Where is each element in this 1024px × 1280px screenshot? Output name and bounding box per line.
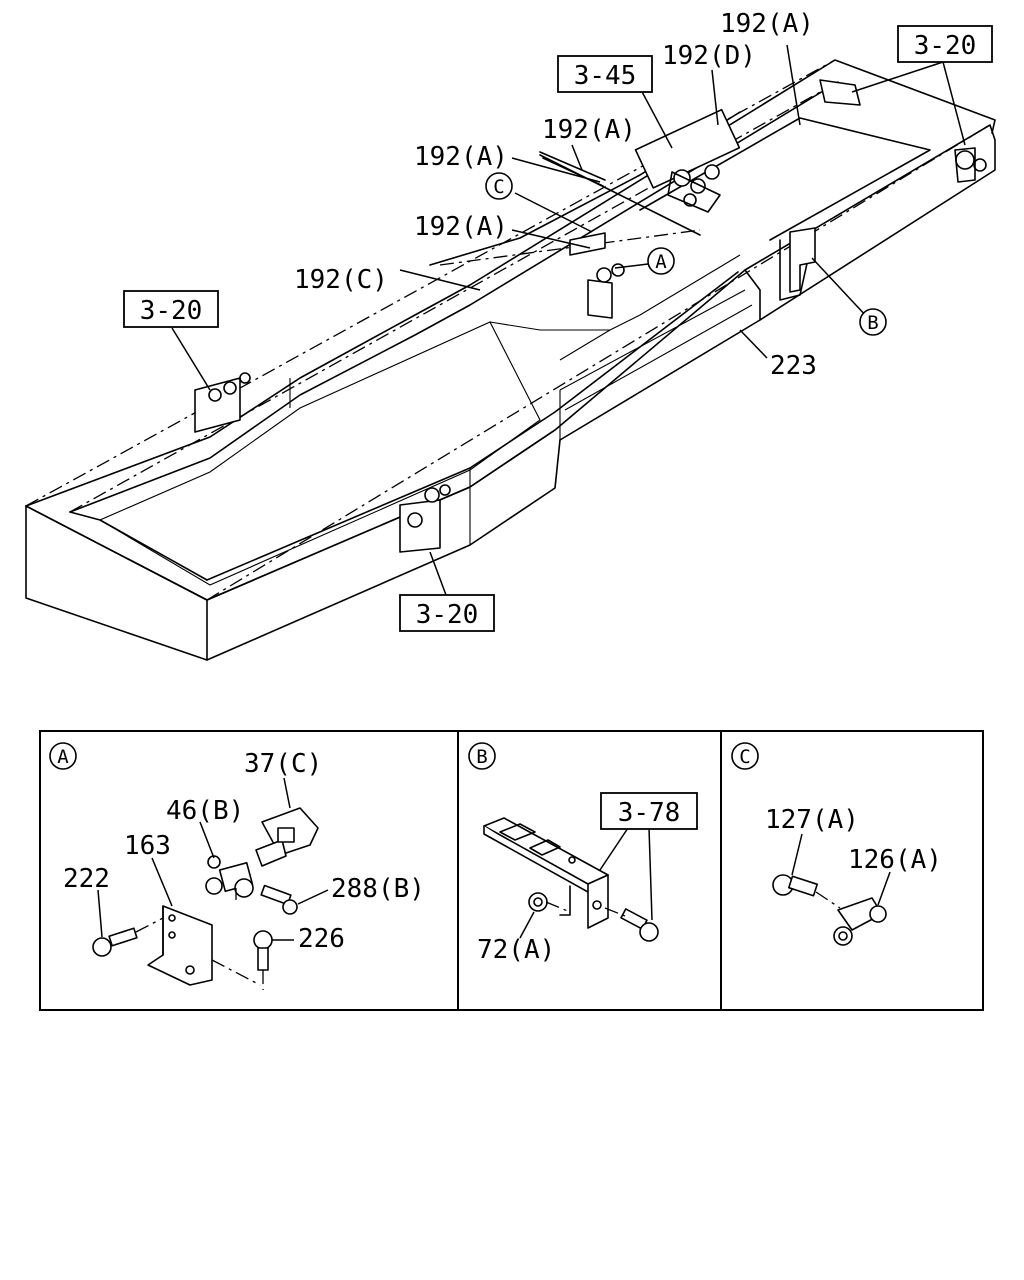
detail-c: C 127(A) 126(A): [731, 742, 942, 946]
label-192a-mid2: 192(A): [414, 142, 508, 172]
chassis-frame: [25, 59, 996, 661]
ref-box-top-right: 3-20: [897, 25, 993, 63]
bracket-left: [194, 372, 251, 433]
label-192d: 192(D): [662, 41, 756, 71]
svg-text:B: B: [476, 746, 487, 768]
leader-lines: [171, 44, 966, 596]
label-226: 226: [298, 924, 345, 954]
ref-box-left: 3-20: [123, 290, 219, 328]
label-126a: 126(A): [848, 845, 942, 875]
detail-a: A 37(C: [49, 742, 425, 990]
svg-text:A: A: [57, 746, 69, 768]
callout-b: B: [859, 308, 887, 336]
label-127a: 127(A): [765, 805, 859, 835]
svg-text:B: B: [867, 312, 878, 334]
label-72a: 72(A): [477, 935, 555, 965]
svg-text:3-20: 3-20: [416, 600, 479, 630]
label-192a-mid1: 192(A): [542, 115, 636, 145]
bracket-bottom: [399, 484, 451, 553]
detail-b: B 3-78 72(A): [468, 742, 698, 965]
svg-text:C: C: [493, 176, 504, 198]
callout-a: A: [647, 247, 675, 275]
label-163: 163: [124, 831, 171, 861]
label-192c: 192(C): [294, 265, 388, 295]
svg-text:C: C: [739, 746, 750, 768]
label-46b: 46(B): [166, 796, 244, 826]
bracket-top-right: [819, 79, 987, 183]
label-288b: 288(B): [331, 874, 425, 904]
label-37c: 37(C): [244, 749, 322, 779]
detail-a-marker: A: [49, 742, 77, 770]
callout-c: C: [485, 172, 513, 200]
detail-c-marker: C: [731, 742, 759, 770]
label-192a-top: 192(A): [720, 9, 814, 39]
label-192a-mid3: 192(A): [414, 212, 508, 242]
ref-box-3-78: 3-78: [618, 798, 681, 828]
svg-text:3-45: 3-45: [574, 61, 637, 91]
detail-b-marker: B: [468, 742, 496, 770]
label-223: 223: [770, 351, 817, 381]
ref-box-bottom: 3-20: [399, 594, 495, 632]
label-222: 222: [63, 864, 110, 894]
ref-box-top-center: 3-45: [557, 55, 653, 93]
bracket-b-location: [789, 227, 816, 293]
svg-text:A: A: [655, 251, 667, 273]
svg-text:3-20: 3-20: [140, 296, 203, 326]
svg-text:3-20: 3-20: [914, 31, 977, 61]
detail-panel: [39, 730, 984, 1011]
valve-cluster-rear: [634, 108, 741, 213]
